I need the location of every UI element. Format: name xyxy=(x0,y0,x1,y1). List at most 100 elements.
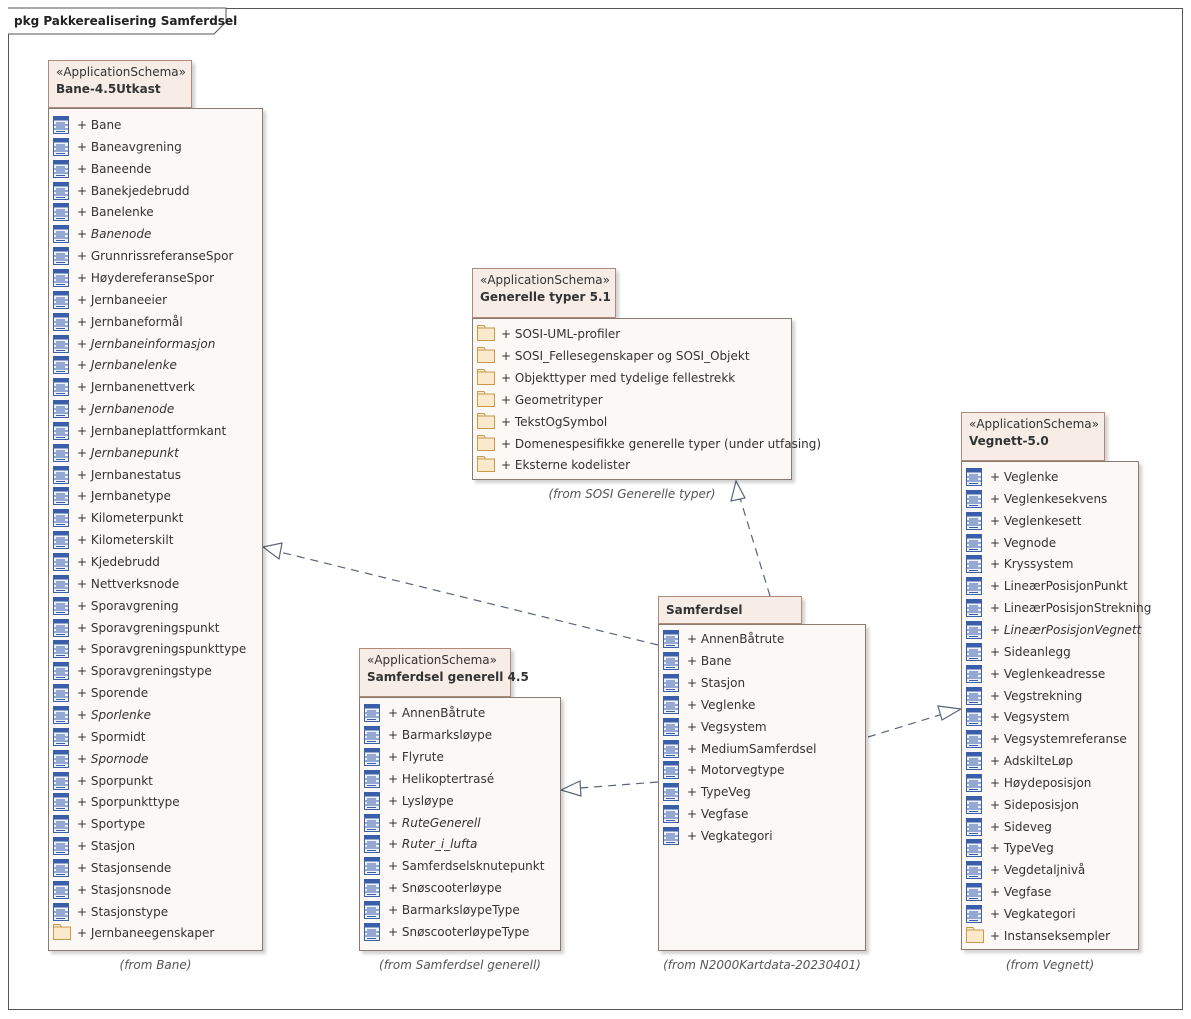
package-item[interactable]: + LineærPosisjonStrekning xyxy=(962,597,1151,619)
package-item[interactable]: + Barmarksløype xyxy=(360,724,492,746)
package-item[interactable]: + Vegstrekning xyxy=(962,685,1082,707)
package-item[interactable]: + AdskilteLøp xyxy=(962,750,1073,772)
package-body-generelle[interactable]: + SOSI-UML-profiler+ SOSI_Fellesegenskap… xyxy=(472,318,821,480)
package-item[interactable]: + Høydeposisjon xyxy=(962,772,1091,794)
package-item[interactable]: + Jernbanenode xyxy=(49,398,174,420)
package-item[interactable]: + AnnenBåtrute xyxy=(659,628,784,650)
package-item[interactable]: + Eksterne kodelister xyxy=(473,454,630,476)
package-item[interactable]: + Banenode xyxy=(49,223,151,245)
package-body-vegnett[interactable]: + Veglenke+ Veglenkesekvens+ Veglenkeset… xyxy=(961,461,1151,950)
package-item[interactable]: + Sporpunkttype xyxy=(49,791,180,813)
package-item[interactable]: + Banekjedebrudd xyxy=(49,180,190,202)
package-item[interactable]: + HøydereferanseSpor xyxy=(49,267,214,289)
package-item[interactable]: + Stasjonsende xyxy=(49,857,171,879)
package-item[interactable]: + Instanseksempler xyxy=(962,925,1110,947)
package-item[interactable]: + SOSI_Fellesegenskaper og SOSI_Objekt xyxy=(473,345,750,367)
package-body-samferdsel-generell[interactable]: + AnnenBåtrute+ Barmarksløype+ Flyrute+ … xyxy=(359,697,561,951)
package-body-samferdsel[interactable]: + AnnenBåtrute+ Bane+ Stasjon+ Veglenke+… xyxy=(658,624,866,951)
package-tab-bane[interactable]: «ApplicationSchema» Bane-4.5Utkast xyxy=(48,60,192,108)
package-item[interactable]: + Veglenke xyxy=(962,466,1058,488)
package-item[interactable]: + Snøscooterløype xyxy=(360,877,502,899)
package-item[interactable]: + LineærPosisjonVegnett xyxy=(962,619,1141,641)
package-item[interactable]: + Helikoptertrasé xyxy=(360,768,494,790)
package-item[interactable]: + Sporende xyxy=(49,682,148,704)
package-item[interactable]: + TypeVeg xyxy=(659,781,751,803)
package-item[interactable]: + Veglenkeadresse xyxy=(962,663,1105,685)
package-item[interactable]: + GrunnrissreferanseSpor xyxy=(49,245,233,267)
package-item[interactable]: + Jernbanenettverk xyxy=(49,376,195,398)
package-item[interactable]: + Vegfase xyxy=(659,803,748,825)
package-item[interactable]: + Kryssystem xyxy=(962,553,1073,575)
package-item[interactable]: + Banelenke xyxy=(49,201,154,223)
package-item[interactable]: + SOSI-UML-profiler xyxy=(473,323,620,345)
package-item[interactable]: + Domenespesifikke generelle typer (unde… xyxy=(473,433,821,455)
package-item[interactable]: + Baneende xyxy=(49,158,151,180)
package-item[interactable]: + TekstOgSymbol xyxy=(473,411,607,433)
package-item[interactable]: + Samferdselsknutepunkt xyxy=(360,855,544,877)
package-item[interactable]: + Sideveg xyxy=(962,816,1052,838)
package-item[interactable]: + Stasjon xyxy=(49,835,135,857)
package-item[interactable]: + Spormidt xyxy=(49,726,146,748)
package-item[interactable]: + Sporavgreningspunkttype xyxy=(49,638,246,660)
package-item[interactable]: + TypeVeg xyxy=(962,837,1054,859)
package-item[interactable]: + Geometrityper xyxy=(473,389,603,411)
package-item[interactable]: + Baneavgrening xyxy=(49,136,182,158)
package-item[interactable]: + Lysløype xyxy=(360,790,454,812)
package-item[interactable]: + Sporlenke xyxy=(49,704,151,726)
package-item[interactable]: + Stasjonsnode xyxy=(49,879,171,901)
package-item[interactable]: + Motorvegtype xyxy=(659,759,784,781)
package-item[interactable]: + Jernbanetype xyxy=(49,485,171,507)
package-item[interactable]: + Veglenkesekvens xyxy=(962,488,1107,510)
package-item[interactable]: + Veglenkesett xyxy=(962,510,1081,532)
package-item[interactable]: + Sporavgreningstype xyxy=(49,660,212,682)
package-item[interactable]: + Objekttyper med tydelige fellestrekk xyxy=(473,367,735,389)
package-item[interactable]: + Sideanlegg xyxy=(962,641,1071,663)
package-item[interactable]: + Kjedebrudd xyxy=(49,551,160,573)
package-item[interactable]: + MediumSamferdsel xyxy=(659,738,816,760)
package-tab-vegnett[interactable]: «ApplicationSchema» Vegnett-5.0 xyxy=(961,412,1105,461)
package-item[interactable]: + LineærPosisjonPunkt xyxy=(962,575,1128,597)
package-item[interactable]: + Flyrute xyxy=(360,746,444,768)
package-item[interactable]: + Stasjonstype xyxy=(49,901,168,923)
package-item[interactable]: + Vegkategori xyxy=(962,903,1076,925)
package-item[interactable]: + Jernbaneformål xyxy=(49,311,183,333)
package-item[interactable]: + Ruter_i_lufta xyxy=(360,833,477,855)
package-item[interactable]: + Vegsystemreferanse xyxy=(962,728,1127,750)
package-item[interactable]: + Jernbanepunkt xyxy=(49,442,179,464)
package-item[interactable]: + Jernbaneeier xyxy=(49,289,167,311)
package-item[interactable]: + Jernbanelenke xyxy=(49,354,177,376)
package-item[interactable]: + Jernbaneegenskaper xyxy=(49,922,214,944)
package-item[interactable]: + Jernbaneplattformkant xyxy=(49,420,226,442)
package-item[interactable]: + Sporavgreningspunkt xyxy=(49,617,219,639)
package-item[interactable]: + Bane xyxy=(659,650,731,672)
package-item[interactable]: + BarmarksløypeType xyxy=(360,899,520,921)
package-item[interactable]: + Stasjon xyxy=(659,672,745,694)
package-item-label: + Vegsystem xyxy=(990,710,1070,725)
package-item[interactable]: + Sportype xyxy=(49,813,145,835)
package-item[interactable]: + Vegnode xyxy=(962,532,1056,554)
package-item[interactable]: + Sporpunkt xyxy=(49,770,153,792)
package-item[interactable]: + Bane xyxy=(49,114,121,136)
package-tab-samferdsel[interactable]: Samferdsel xyxy=(658,596,802,624)
package-item[interactable]: + Kilometerpunkt xyxy=(49,507,183,529)
package-item[interactable]: + Vegfase xyxy=(962,881,1051,903)
package-tab-generelle[interactable]: «ApplicationSchema» Generelle typer 5.1 xyxy=(472,268,616,318)
package-item[interactable]: + Nettverksnode xyxy=(49,573,179,595)
package-item[interactable]: + Vegsystem xyxy=(962,706,1070,728)
package-item[interactable]: + AnnenBåtrute xyxy=(360,702,485,724)
package-item[interactable]: + Vegsystem xyxy=(659,716,767,738)
package-item[interactable]: + Sporavgrening xyxy=(49,595,179,617)
package-item[interactable]: + Kilometerskilt xyxy=(49,529,173,551)
package-item[interactable]: + Spornode xyxy=(49,748,148,770)
package-item[interactable]: + Jernbaneinformasjon xyxy=(49,333,215,355)
package-item[interactable]: + RuteGenerell xyxy=(360,812,481,834)
package-item[interactable]: + Veglenke xyxy=(659,694,755,716)
package-item[interactable]: + SnøscooterløypeType xyxy=(360,921,529,943)
package-body-bane[interactable]: + Bane+ Baneavgrening+ Baneende+ Banekje… xyxy=(48,108,263,951)
package-item[interactable]: + Vegdetaljnivå xyxy=(962,859,1085,881)
package-tab-samferdsel-generell[interactable]: «ApplicationSchema» Samferdsel generell … xyxy=(359,648,529,697)
package-item[interactable]: + Sideposisjon xyxy=(962,794,1079,816)
class-icon xyxy=(966,905,982,923)
package-item[interactable]: + Jernbanestatus xyxy=(49,464,181,486)
package-item[interactable]: + Vegkategori xyxy=(659,825,773,847)
